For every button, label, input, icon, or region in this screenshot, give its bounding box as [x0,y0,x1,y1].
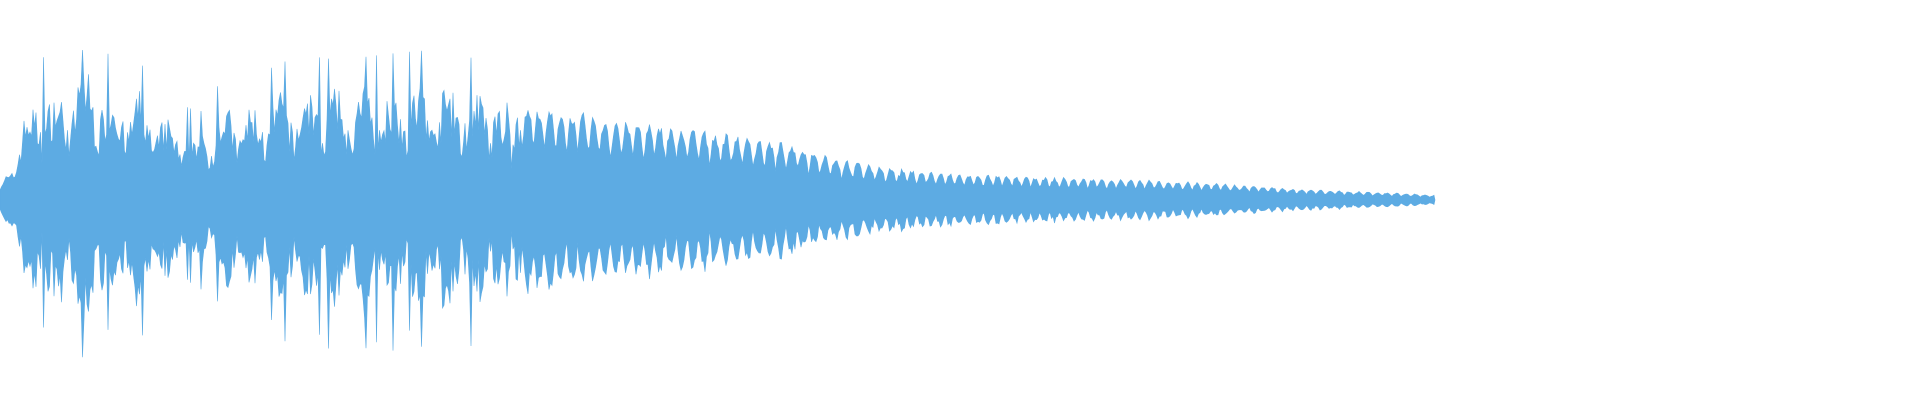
waveform-shape [0,49,1436,358]
